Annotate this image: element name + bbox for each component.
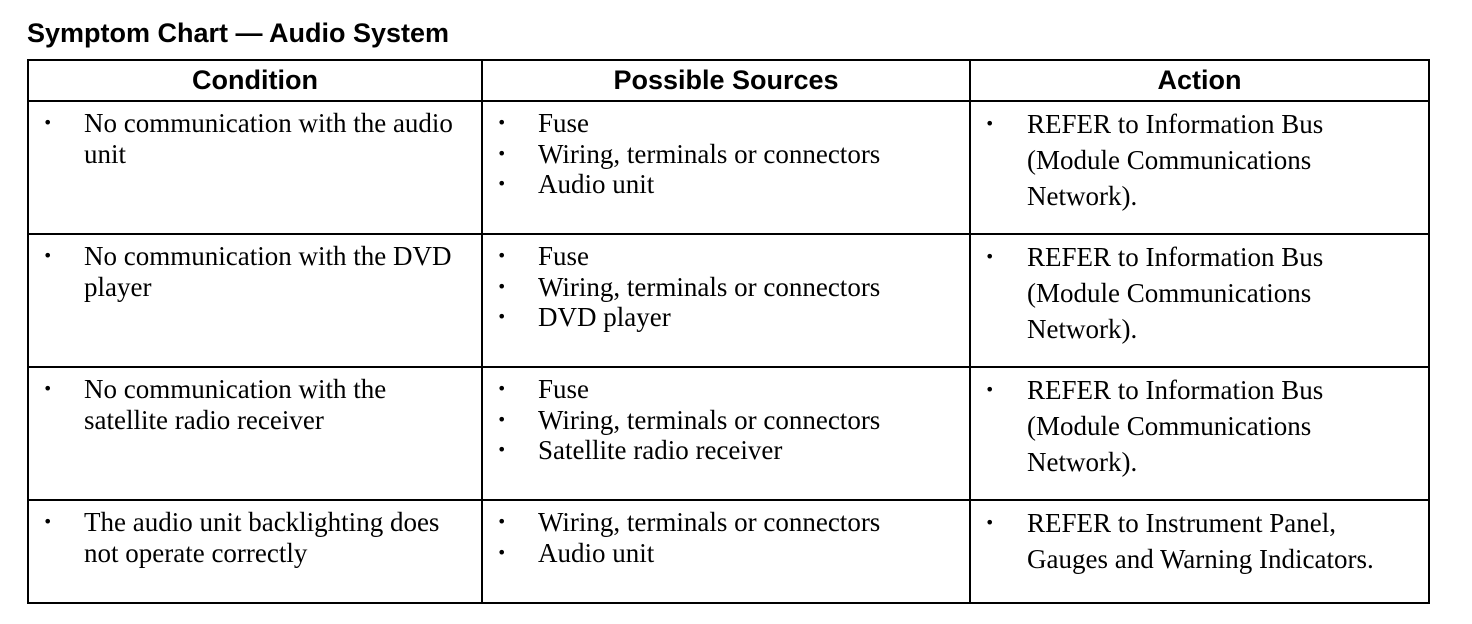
action-text: REFER to Information Bus (Module Communi… [1027,242,1324,344]
action-text: REFER to Instrument Panel, Gauges and Wa… [1027,508,1374,574]
source-text: Satellite radio receiver [538,435,783,465]
bullet: • [497,174,507,193]
source-item: • Wiring, terminals or connectors [483,139,963,170]
action-item: • REFER to Information Bus (Module Commun… [971,239,1422,347]
action-cell: • REFER to Instrument Panel, Gauges and W… [969,499,1430,604]
action-cell: • REFER to Information Bus (Module Commun… [969,100,1430,235]
source-text: Audio unit [538,537,655,568]
bullet: • [497,512,507,531]
table-row: • The audio unit backlighting does not op… [27,499,1430,604]
sources-cell: • Fuse • Wiring, terminals or connectors •… [481,100,971,235]
action-text: REFER to Information Bus (Module Communi… [1027,109,1324,211]
bullet: • [497,542,507,562]
table-header-row: Condition Possible Sources Action [27,59,1430,102]
table-row: • No communication with the DVD player • F… [27,233,1430,368]
sources-cell: • Fuse • Wiring, terminals or connectors •… [481,233,971,368]
condition-cell: • No communication with the DVD player [27,233,483,368]
condition-item: • The audio unit backlighting does not op… [29,507,475,568]
bullet: • [497,440,507,459]
column-header-condition: Condition [27,59,483,102]
source-item: • Fuse [483,374,963,405]
bullet: • [497,409,507,429]
bullet: • [497,276,507,296]
condition-text: No communication with the satellite radi… [84,374,387,435]
bullet: • [497,307,507,326]
bullet: • [497,246,507,265]
table-row: • No communication with the satellite rad… [27,366,1430,501]
action-item: • REFER to Instrument Panel, Gauges and W… [971,505,1422,577]
bullet: • [497,113,507,132]
source-text: DVD player [538,302,671,332]
bullet: • [985,380,995,399]
bullet: • [985,247,995,266]
action-text: REFER to Information Bus (Module Communi… [1027,375,1324,477]
bullet: • [497,379,507,398]
page-title: Symptom Chart — Audio System [27,18,450,48]
source-item: • Satellite radio receiver [483,435,963,466]
source-item: • Audio unit [483,169,963,200]
bullet: • [985,114,995,133]
source-text: Fuse [538,241,590,271]
bullet: • [497,143,507,163]
source-text: Wiring, terminals or connectors [538,138,881,169]
condition-cell: • The audio unit backlighting does not op… [27,499,483,604]
table-row: • No communication with the audio unit • F… [27,100,1430,235]
source-item: • Fuse [483,241,963,272]
action-item: • REFER to Information Bus (Module Commun… [971,372,1422,480]
condition-text: No communication with the DVD player [84,241,452,302]
symptom-table: Condition Possible Sources Action • No co… [27,59,1430,604]
source-item: • Wiring, terminals or connectors [483,507,963,538]
condition-text: No communication with the audio unit [84,108,453,169]
condition-cell: • No communication with the satellite rad… [27,366,483,501]
action-item: • REFER to Information Bus (Module Commun… [971,106,1422,214]
source-item: • DVD player [483,302,963,333]
condition-item: • No communication with the audio unit [29,108,475,169]
condition-item: • No communication with the DVD player [29,241,475,302]
bullet: • [43,113,53,132]
source-item: • Wiring, terminals or connectors [483,405,963,436]
source-item: • Wiring, terminals or connectors [483,272,963,303]
bullet: • [43,379,53,398]
source-item: • Fuse [483,108,963,139]
sources-cell: • Wiring, terminals or connectors • Audio … [481,499,971,604]
column-header-possible-sources: Possible Sources [481,59,971,102]
action-cell: • REFER to Information Bus (Module Commun… [969,233,1430,368]
condition-item: • No communication with the satellite rad… [29,374,475,435]
action-cell: • REFER to Information Bus (Module Commun… [969,366,1430,501]
source-text: Fuse [538,374,590,404]
bullet: • [43,246,53,265]
source-text: Wiring, terminals or connectors [538,507,881,537]
bullet: • [985,513,995,532]
source-item: • Audio unit [483,538,963,569]
sources-cell: • Fuse • Wiring, terminals or connectors •… [481,366,971,501]
source-text: Fuse [538,108,590,138]
source-text: Wiring, terminals or connectors [538,404,881,435]
condition-cell: • No communication with the audio unit [27,100,483,235]
bullet: • [43,512,53,531]
source-text: Wiring, terminals or connectors [538,271,881,302]
condition-text: The audio unit backlighting does not ope… [84,507,440,568]
column-header-action: Action [969,59,1430,102]
source-text: Audio unit [538,169,655,199]
